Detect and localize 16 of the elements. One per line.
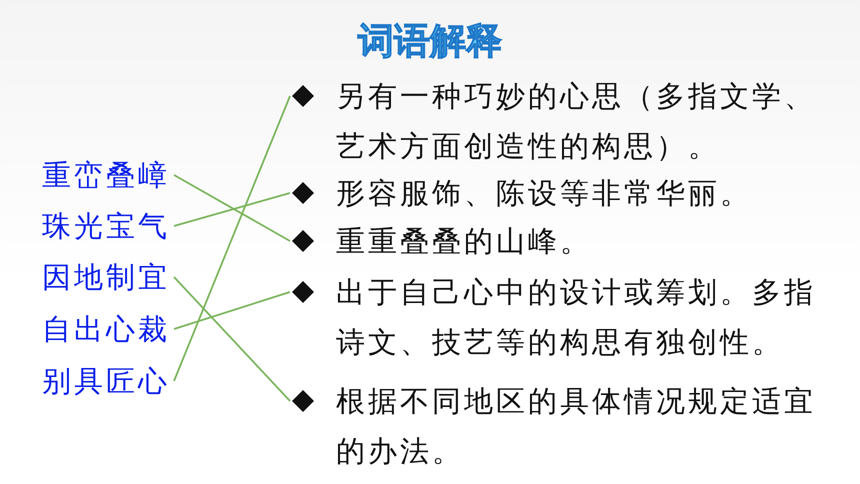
connector-line [174,291,290,330]
definition-text: 形容服饰、陈设等非常华丽。 [336,175,753,212]
connector-line [173,276,291,402]
term-text: 别具匠心 [42,359,170,403]
term-text: 重峦叠嶂 [42,153,170,197]
definition-text: 出于自己心中的设计或筹划。多指诗文、技艺等的构思有独创性。 [336,274,817,361]
term-text: 珠光宝气 [42,204,170,248]
term-text: 自出心裁 [42,307,170,351]
definition-text: 另有一种巧妙的心思（多指文学、艺术方面创造性的构思）。 [336,78,817,165]
term-text: 因地制宜 [42,255,170,299]
definition-text: 根据不同地区的具体情况规定适宜的办法。 [336,383,817,470]
connector-line [173,96,291,382]
connector-line [174,192,290,227]
definition-text: 重重叠叠的山峰。 [336,223,593,260]
connector-line [174,174,290,242]
title-text: 词语解释 [358,21,502,62]
